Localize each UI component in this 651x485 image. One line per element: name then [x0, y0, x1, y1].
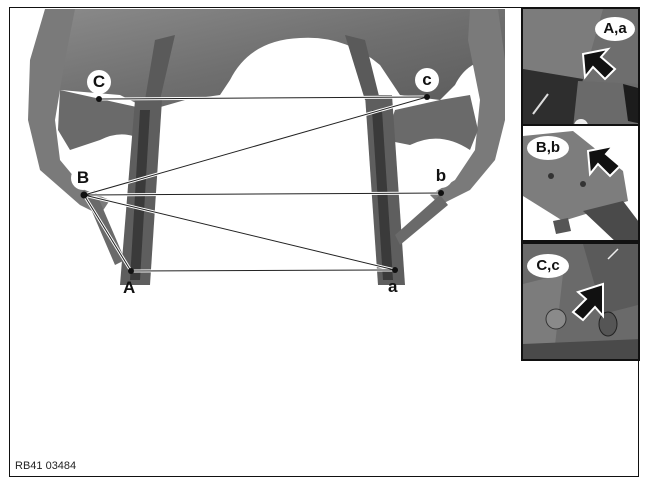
point-label-A: A [123, 278, 136, 297]
detail-inset-C: C,c [521, 242, 640, 361]
detail-inset-A: A,a [521, 7, 640, 126]
inset-label-C: C,c [527, 254, 569, 278]
point-label-C: C [87, 70, 111, 94]
point-label-b: b [429, 164, 453, 188]
point-label-B: B [71, 166, 95, 190]
arrow-icon [571, 282, 604, 322]
figure-reference-code: RB41 03484 [15, 460, 77, 472]
point-label-c: c [415, 68, 439, 92]
arrow-icon [586, 144, 622, 178]
inset-label-A: A,a [595, 17, 635, 41]
detail-inset-B: B,b [521, 124, 640, 242]
inset-label-B: B,b [527, 136, 569, 160]
arrow-icon [581, 47, 617, 81]
point-label-a: a [388, 277, 398, 296]
